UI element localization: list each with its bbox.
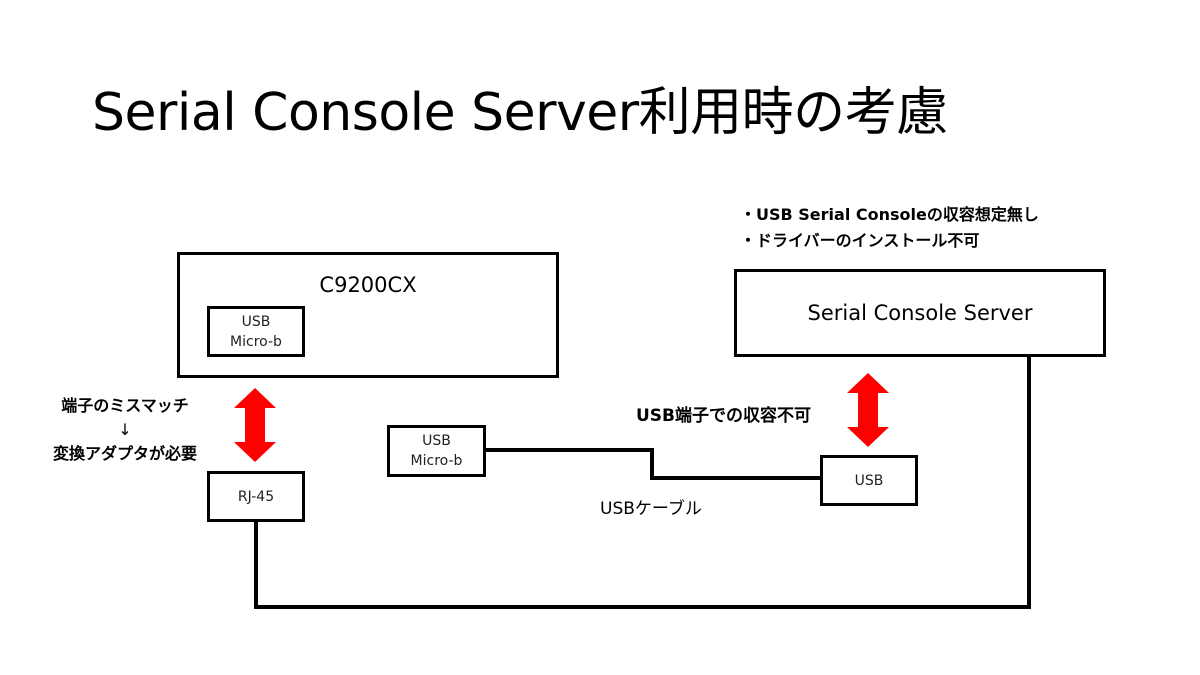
rj45-label: RJ-45: [237, 488, 275, 505]
server-usb-box: USB: [820, 455, 918, 506]
page-title: Serial Console Server利用時の考慮: [92, 83, 948, 143]
serial-cable-line: [254, 356, 1031, 609]
server-notes: ・USB Serial Consoleの収容想定無し ・ドライバーのインストール…: [740, 202, 1039, 254]
cable-label: USBケーブル: [600, 499, 702, 519]
server-note-1: ・USB Serial Consoleの収容想定無し: [740, 205, 1039, 224]
rj45-box: RJ-45: [207, 471, 305, 522]
mismatch-line2: 変換アダプタが必要: [52, 444, 197, 463]
mismatch-arrow: ↓: [118, 420, 132, 439]
mismatch-double-arrow: [234, 388, 276, 462]
usb-not-supported-double-arrow: [847, 373, 889, 447]
device-port-line1: USB: [241, 313, 271, 330]
server-usb-label: USB: [854, 472, 884, 489]
device-usb-port-box: USB Micro-b: [207, 306, 305, 357]
device-name: C9200CX: [319, 273, 417, 297]
usb-cable-line: [485, 448, 820, 480]
mismatch-line1: 端子のミスマッチ: [61, 396, 189, 415]
server-note-2: ・ドライバーのインストール不可: [740, 231, 980, 250]
serial-console-server-box: Serial Console Server: [734, 269, 1106, 357]
usb-not-supported-note: USB端子での収容不可: [636, 406, 812, 426]
server-name: Serial Console Server: [807, 301, 1033, 325]
cable-end-line2: Micro-b: [410, 453, 463, 469]
cable-end-line1: USB: [422, 433, 451, 449]
mismatch-note: 端子のミスマッチ ↓ 変換アダプタが必要: [30, 394, 220, 466]
device-port-line2: Micro-b: [230, 333, 282, 350]
cable-usb-micro-b-box: USB Micro-b: [387, 425, 486, 477]
